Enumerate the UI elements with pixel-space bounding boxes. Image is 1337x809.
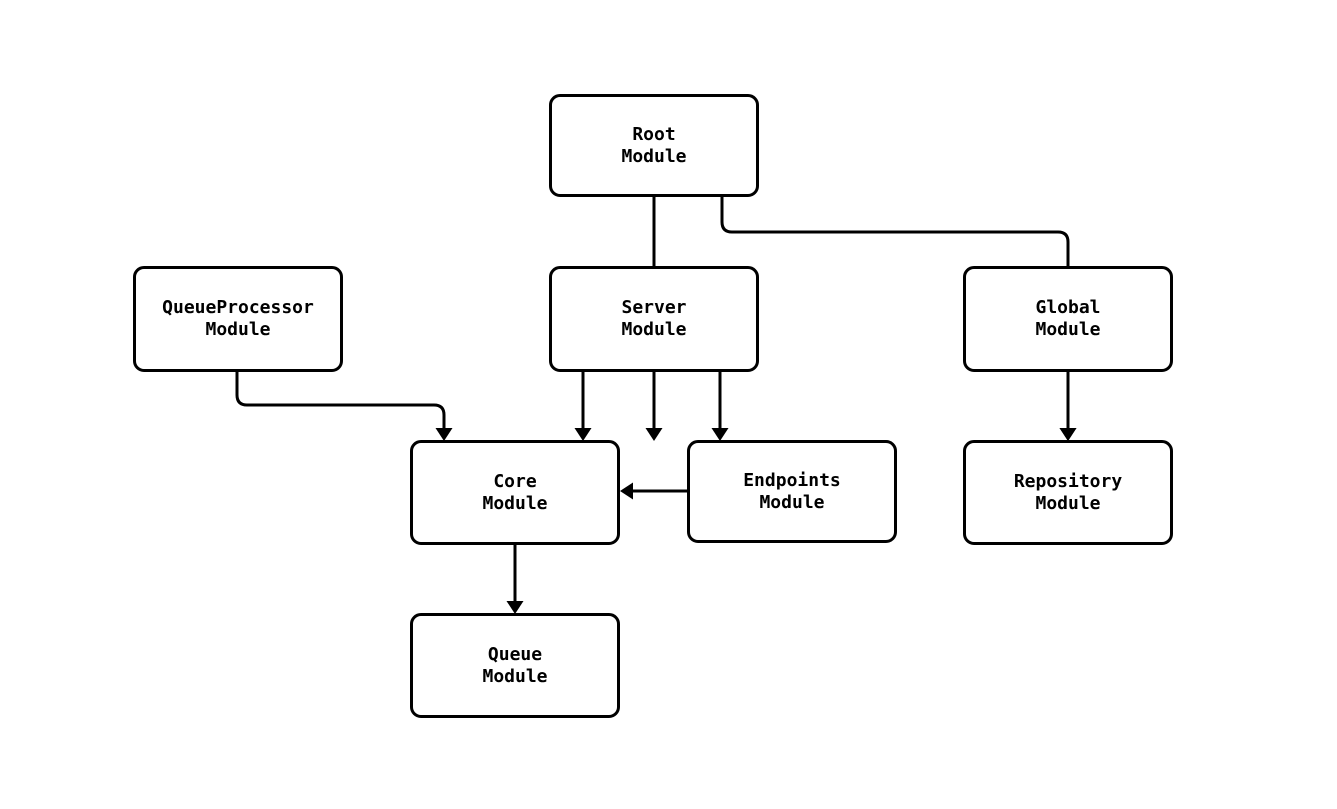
edge-global-to-repository xyxy=(1059,372,1077,441)
node-queueprocessor-module-label: QueueProcessor Module xyxy=(162,297,314,340)
edge-queueprocessor-to-core xyxy=(235,372,453,441)
node-repository-module[interactable]: Repository Module xyxy=(963,440,1173,545)
edge-core-to-queue xyxy=(506,545,524,614)
node-server-module[interactable]: Server Module xyxy=(549,266,759,372)
node-global-module[interactable]: Global Module xyxy=(963,266,1173,372)
edge-server-to-endpoints xyxy=(711,372,729,441)
edge-server-to-core xyxy=(574,372,592,441)
node-endpoints-module[interactable]: Endpoints Module xyxy=(687,440,897,543)
node-queue-module-label: Queue Module xyxy=(482,643,548,687)
node-global-module-label: Global Module xyxy=(1035,297,1101,340)
node-queue-module[interactable]: Queue Module xyxy=(410,613,620,718)
node-queueprocessor-module[interactable]: QueueProcessor Module xyxy=(133,266,343,372)
node-endpoints-module-label: Endpoints Module xyxy=(743,469,841,513)
node-core-module-label: Core Module xyxy=(482,470,548,514)
node-server-module-label: Server Module xyxy=(621,297,687,340)
node-repository-module-label: Repository Module xyxy=(1013,470,1123,514)
node-core-module[interactable]: Core Module xyxy=(410,440,620,545)
node-root-module-label: Root Module xyxy=(621,123,687,167)
edge-endpoints-to-core xyxy=(620,482,687,500)
node-root-module[interactable]: Root Module xyxy=(549,94,759,197)
